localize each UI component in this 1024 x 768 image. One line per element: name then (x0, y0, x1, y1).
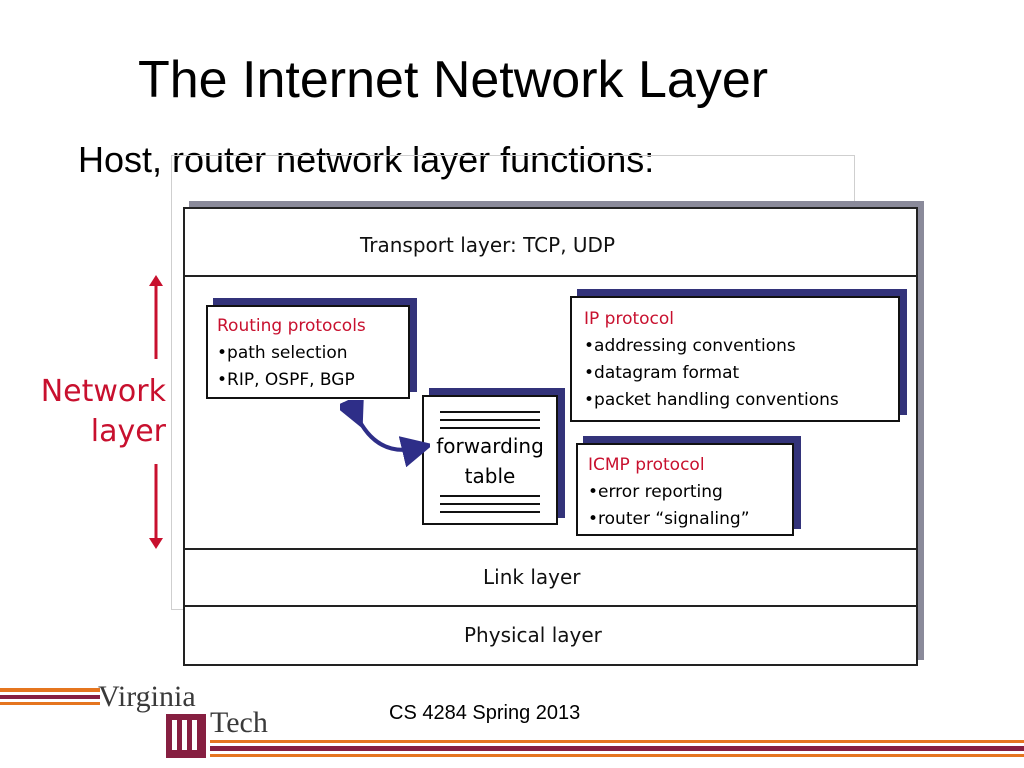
page-title: The Internet Network Layer (138, 51, 769, 109)
forwarding-table-label-2: table (464, 464, 516, 488)
icmp-item: •router “signaling” (588, 509, 750, 529)
footer-course: CS 4284 Spring 2013 (389, 702, 581, 724)
ip-protocol-heading: IP protocol (584, 309, 675, 329)
icmp-protocol-box: ICMP protocol •error reporting •router “… (576, 443, 794, 536)
icmp-item: •error reporting (588, 482, 723, 502)
table-rule (440, 427, 540, 429)
page-subtitle: Host, router network layer functions: (78, 139, 655, 180)
link-divider (185, 548, 916, 550)
logo-virginia: Virginia (98, 680, 196, 713)
routing-protocols-box: Routing protocols •path selection •RIP, … (206, 305, 410, 399)
forwarding-table-label-1: forwarding (436, 434, 544, 458)
down-arrow-icon (149, 538, 163, 549)
table-rule (440, 503, 540, 505)
forwarding-table-box: forwarding table (422, 395, 558, 525)
link-layer-label: Link layer (483, 565, 581, 589)
ip-item: •datagram format (584, 363, 740, 383)
table-rule (440, 419, 540, 421)
physical-divider (185, 605, 916, 607)
routing-protocols-heading: Routing protocols (217, 316, 366, 336)
routing-item: •RIP, OSPF, BGP (217, 370, 355, 390)
physical-layer-label: Physical layer (464, 623, 602, 647)
table-rule (440, 411, 540, 413)
transport-layer-label: Transport layer: TCP, UDP (360, 233, 616, 257)
ip-item: •addressing conventions (584, 336, 796, 356)
routing-to-forwarding-arrow (340, 400, 430, 468)
logo-tech: Tech (210, 706, 268, 739)
table-rule (440, 511, 540, 513)
up-arrow-icon (149, 275, 163, 286)
ip-item: •packet handling conventions (584, 390, 839, 410)
network-layer-label: Network layer (20, 372, 166, 452)
routing-item: •path selection (217, 343, 348, 363)
network-label-line-2: layer (90, 414, 166, 449)
network-label-line-1: Network (40, 374, 166, 409)
table-rule (440, 495, 540, 497)
ip-protocol-box: IP protocol •addressing conventions •dat… (570, 296, 900, 422)
transport-divider (185, 275, 916, 277)
network-layer-bracket (149, 275, 163, 549)
footer-decoration (0, 688, 1024, 758)
icmp-protocol-heading: ICMP protocol (588, 455, 705, 475)
